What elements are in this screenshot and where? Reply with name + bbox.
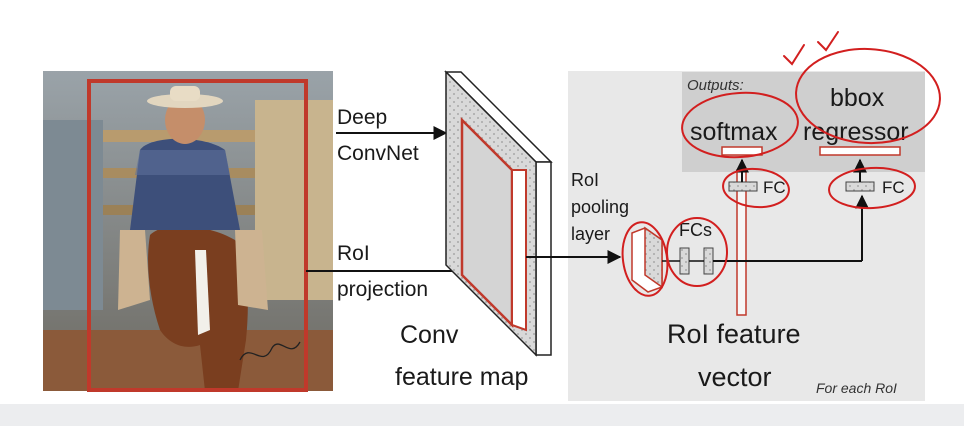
label-outputs: Outputs: [687,77,744,94]
roi-feature-vector-bar [736,169,747,316]
annotation-circle-bbox [795,47,941,145]
bbox-output-bar [819,146,901,156]
annotation-circle-fc-left [722,167,790,209]
label-fc-left: FC [763,178,786,197]
bottom-bar [0,404,964,426]
label-roi-pool-2: pooling [571,197,629,217]
label-roi-pool-3: layer [571,224,610,244]
label-feature-map: feature map [395,363,528,391]
label-for-each-roi: For each RoI [816,380,897,396]
hand-annotations [621,31,941,297]
label-conv: Conv [400,321,459,349]
photo-signature [239,341,301,361]
roi-bounding-box [87,79,308,392]
conv-feature-map [444,70,553,357]
label-softmax: softmax [690,118,778,146]
fc-layer-1 [679,247,690,275]
annotation-circle-fcs [666,217,728,287]
annotation-circle-fc-right [828,166,916,210]
label-fc-right: FC [882,178,905,197]
fc-left-layer [728,181,758,192]
annotation-check-2 [817,31,839,52]
label-convnet: ConvNet [337,142,419,165]
label-roi: RoI [337,242,370,265]
label-deep: Deep [337,106,387,129]
roi-pooling-block [631,226,663,293]
label-roi-feature: RoI feature [667,319,801,349]
label-roi-pool-1: RoI [571,170,599,190]
label-vector: vector [698,362,772,392]
fc-layer-2 [703,247,714,275]
annotation-check-1 [783,44,805,66]
label-projection: projection [337,278,428,301]
annotation-circle-softmax [681,91,799,159]
label-bbox: bbox [830,84,885,112]
label-fcs: FCs [679,220,712,240]
input-photo [43,71,333,391]
fc-right-layer [845,181,875,192]
softmax-output-bar [721,146,763,156]
